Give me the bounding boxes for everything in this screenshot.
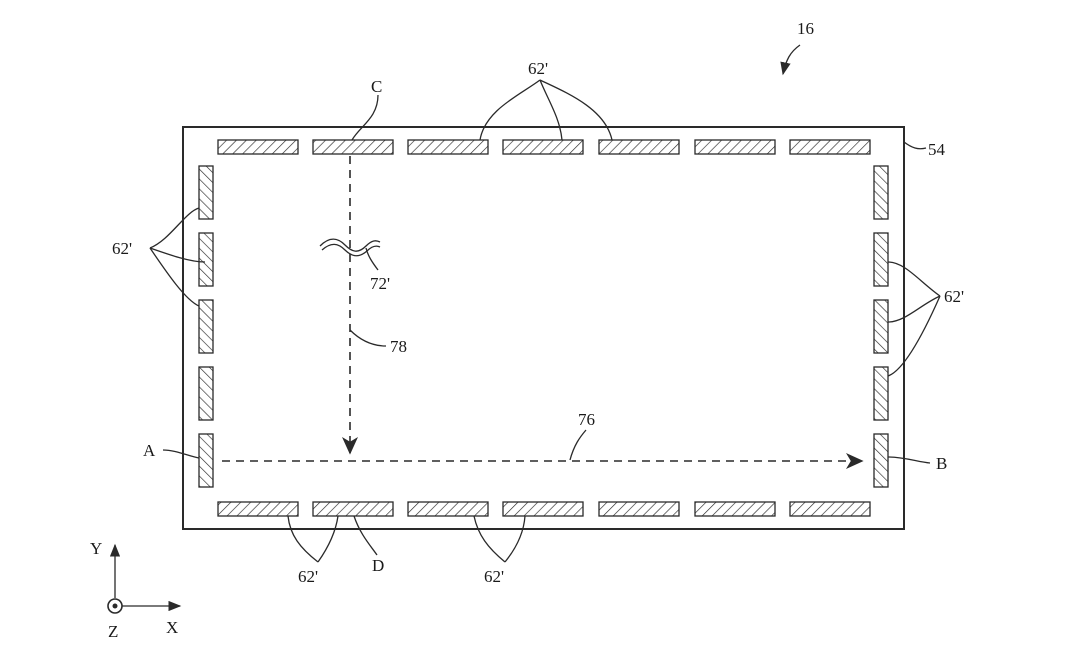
leader-72 <box>365 247 379 271</box>
leader-d <box>353 515 378 556</box>
z-axis-circle <box>107 598 123 614</box>
sensor-bottom-right-label: 62' <box>484 567 504 586</box>
leader-bottom-right-1 <box>473 515 506 563</box>
sensor-pad <box>873 299 889 354</box>
sensor-pad <box>598 139 680 155</box>
leader-54 <box>903 141 927 150</box>
leader-top-3 <box>539 79 613 141</box>
leader-top-2 <box>539 79 563 141</box>
sensor-pad <box>694 501 776 517</box>
sensor-bottom-left-label: 62' <box>298 567 318 586</box>
right-sensor-column <box>873 165 889 488</box>
sensor-right-label: 62' <box>944 287 964 306</box>
leader-bottom-left-2 <box>317 515 339 563</box>
sensor-pad <box>198 299 214 354</box>
sensor-pad <box>873 366 889 421</box>
sensor-top-label: 62' <box>528 59 548 78</box>
substrate-label: 54 <box>928 140 946 159</box>
leader-right-1 <box>887 261 941 297</box>
sensor-pad <box>598 501 680 517</box>
sensor-pad-b <box>873 433 889 488</box>
event-72-wave <box>319 238 381 252</box>
sensor-pad <box>217 501 299 517</box>
sensor-pad-a <box>198 433 214 488</box>
bottom-sensor-row <box>217 501 871 517</box>
sensor-pad-d <box>312 501 394 517</box>
left-sensor-column <box>198 165 214 488</box>
leader-left-1 <box>149 207 200 249</box>
path-horizontal-label: 76 <box>578 410 595 429</box>
leader-top-1 <box>479 79 541 141</box>
sensor-pad <box>198 366 214 421</box>
leader-c <box>351 94 379 141</box>
leader-bottom-right-2 <box>504 515 526 563</box>
leader-a <box>162 449 200 459</box>
axis-y-label: Y <box>90 539 102 558</box>
leader-left-2 <box>149 247 206 263</box>
point-d-label: D <box>372 556 384 575</box>
sensor-pad <box>694 139 776 155</box>
substrate-frame <box>182 126 905 530</box>
sensor-pad <box>502 501 584 517</box>
leader-bottom-left-1 <box>287 515 319 563</box>
sensor-pad <box>198 165 214 220</box>
leader-b <box>887 456 931 464</box>
sensor-pad <box>502 139 584 155</box>
sensor-pad <box>873 232 889 287</box>
sensor-pad <box>217 139 299 155</box>
event-label: 72' <box>370 274 390 293</box>
sensor-pad <box>873 165 889 220</box>
point-a-label: A <box>143 441 156 460</box>
z-axis-dot <box>112 603 118 609</box>
leader-76 <box>569 429 587 461</box>
figure-number-label: 16 <box>797 19 814 38</box>
top-sensor-row <box>217 139 871 155</box>
point-b-label: B <box>936 454 947 473</box>
leader-left-3 <box>149 247 200 307</box>
coordinate-axes: Y X Z <box>90 539 182 641</box>
point-c-label: C <box>371 77 382 96</box>
sensor-pad <box>407 139 489 155</box>
axis-x-label: X <box>166 618 178 637</box>
leader-78 <box>349 329 387 347</box>
sensor-left-label: 62' <box>112 239 132 258</box>
event-72-wave-inner <box>321 243 381 257</box>
leader-right-3 <box>887 295 941 377</box>
sensor-pad <box>407 501 489 517</box>
sensor-pad <box>789 501 871 517</box>
sensor-pad-c <box>312 139 394 155</box>
leader-right-2 <box>887 295 941 323</box>
sensor-pad <box>198 232 214 287</box>
figure-arrow <box>780 44 801 76</box>
sensor-pad <box>789 139 871 155</box>
path-vertical-label: 78 <box>390 337 407 356</box>
axis-z-label: Z <box>108 622 118 641</box>
